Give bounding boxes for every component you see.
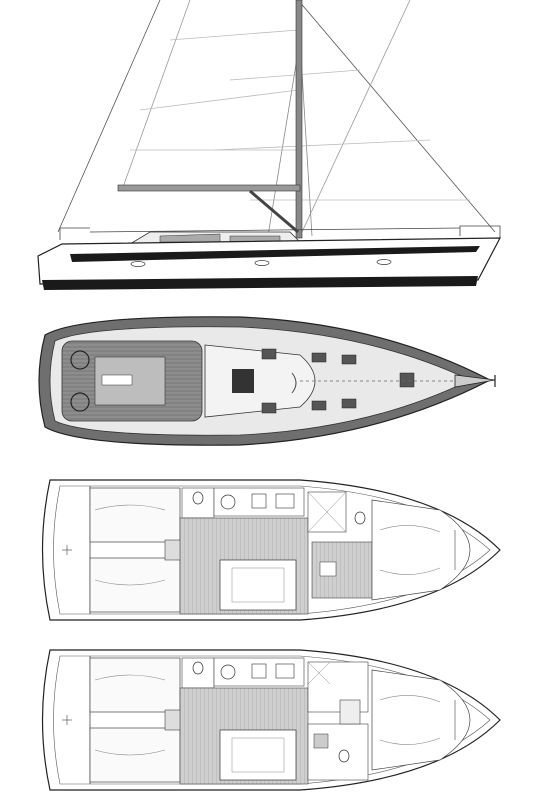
aft-head: [181, 657, 215, 689]
hatch: [341, 398, 357, 409]
sink-icon: [251, 663, 267, 679]
deck-plan-svg: [38, 316, 496, 446]
compass-rose-icon: [62, 715, 72, 725]
hatch: [311, 352, 327, 363]
vang: [249, 189, 299, 234]
galley: [213, 657, 305, 687]
forestay: [297, 0, 496, 233]
hull-stripe: [70, 246, 480, 262]
deck-plan-view: [0, 305, 540, 460]
aft-cabin-port: [89, 657, 181, 713]
hatch: [311, 400, 327, 411]
boom: [117, 184, 301, 192]
portlight: [376, 259, 392, 265]
galley: [213, 487, 305, 517]
toilet-icon: [192, 661, 204, 675]
mast: [295, 0, 303, 239]
saloon-table: [219, 729, 297, 781]
main-leech: [121, 0, 191, 191]
backstay: [57, 0, 161, 233]
portlight: [130, 261, 146, 267]
toilet-icon: [192, 491, 204, 505]
helm-wheel-icon: [70, 350, 90, 370]
forward-cabin: [371, 499, 471, 601]
anchor-icon: [454, 374, 496, 388]
stove-icon: [220, 664, 236, 680]
hatch: [261, 348, 277, 360]
toilet-icon: [354, 511, 366, 525]
layout-a-svg: [41, 479, 501, 621]
hatch: [341, 354, 357, 365]
jib-leech: [301, 0, 411, 233]
coachroof-top: [204, 344, 316, 418]
fore-hatch: [399, 372, 415, 388]
saloon-table: [219, 559, 297, 611]
interior-layout-a: [0, 470, 540, 630]
sail-plan-svg: [37, 0, 501, 290]
layout-b-svg: [41, 649, 501, 791]
toilet-icon: [338, 749, 350, 763]
hatch: [261, 402, 277, 414]
aft-cabin-port: [89, 487, 181, 543]
boot-stripe: [42, 276, 478, 290]
companionway: [232, 369, 254, 393]
sail-plan-view: [0, 0, 540, 300]
aft-head: [181, 487, 215, 519]
compass-rose-icon: [62, 545, 72, 555]
forward-head-starboard: [307, 723, 369, 781]
helm-wheel-icon: [70, 392, 90, 412]
interior-layout-b: [0, 640, 540, 800]
sink-icon: [251, 493, 267, 509]
stove-icon: [220, 494, 236, 510]
forward-cabin: [371, 669, 471, 771]
portlight: [254, 260, 270, 266]
